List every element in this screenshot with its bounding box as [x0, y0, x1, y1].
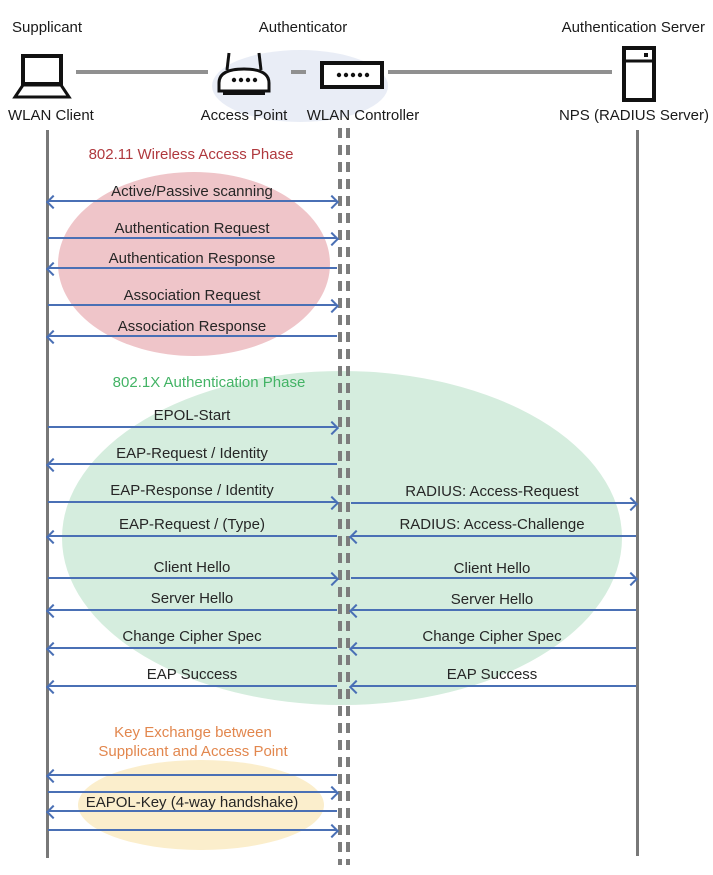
lifeline-wlan-controller-left	[338, 128, 342, 865]
message-arrow	[45, 194, 340, 210]
phase3-title-line2: Supplicant and Access Point	[98, 743, 288, 760]
message-arrow	[45, 804, 338, 820]
message-label: EPOL-Start	[153, 407, 231, 424]
message-label: Change Cipher Spec	[122, 628, 262, 645]
message-arrow	[350, 571, 639, 587]
message-label: EAP-Request / (Type)	[119, 516, 265, 533]
message-arrow	[45, 641, 338, 657]
message-arrow	[45, 329, 338, 345]
message-label: Authentication Response	[108, 250, 276, 267]
message-arrow	[47, 823, 340, 839]
lifeline-wlan-client	[46, 130, 49, 858]
connector-ap-controller	[291, 70, 306, 74]
message-label: Client Hello	[453, 560, 531, 577]
connector-controller-server	[388, 70, 612, 74]
phase1-title: 802.11 Wireless Access Phase	[88, 146, 294, 163]
message-label: Change Cipher Spec	[422, 628, 562, 645]
message-arrow	[45, 529, 338, 545]
message-label: Client Hello	[153, 559, 231, 576]
message-label: EAP Success	[146, 666, 238, 683]
message-arrow	[45, 768, 338, 784]
message-label: EAP Success	[446, 666, 538, 683]
message-arrow	[350, 496, 639, 512]
device-label-access-point: Access Point	[200, 107, 288, 124]
message-label: EAP-Response / Identity	[110, 482, 274, 499]
message-arrow	[348, 679, 637, 695]
message-label: Server Hello	[450, 591, 534, 608]
message-arrow	[47, 571, 340, 587]
message-arrow	[45, 603, 338, 619]
device-label-wlan-controller: WLAN Controller	[306, 107, 420, 124]
laptop-icon	[12, 54, 72, 99]
message-label: Association Request	[123, 287, 261, 304]
server-icon	[622, 46, 656, 102]
phase2-title: 802.1X Authentication Phase	[112, 374, 306, 391]
device-label-nps-radius-server: NPS (RADIUS Server)	[558, 107, 709, 124]
message-arrow	[348, 603, 637, 619]
message-arrow	[47, 231, 340, 247]
lifeline-radius-server	[636, 130, 639, 856]
message-label: Authentication Request	[114, 220, 270, 237]
phase1-ellipse	[58, 172, 330, 356]
message-arrow	[47, 420, 340, 436]
message-label: EAP-Request / Identity	[116, 445, 268, 462]
device-label-wlan-client: WLAN Client	[8, 107, 94, 124]
message-arrow	[45, 679, 338, 695]
message-arrow	[47, 785, 340, 801]
message-label: Server Hello	[150, 590, 234, 607]
message-arrow	[348, 529, 637, 545]
message-label: Association Response	[117, 318, 267, 335]
access-point-icon	[217, 52, 271, 95]
lifeline-wlan-controller-right	[346, 128, 350, 865]
message-arrow	[47, 495, 340, 511]
connector-client-ap	[76, 70, 208, 74]
message-label: RADIUS: Access-Challenge	[399, 516, 585, 533]
message-arrow	[45, 261, 338, 277]
role-supplicant: Supplicant	[12, 19, 83, 36]
message-label: RADIUS: Access-Request	[405, 483, 579, 500]
message-arrow	[45, 457, 338, 473]
wlan-controller-icon	[320, 61, 384, 89]
message-arrow	[348, 641, 637, 657]
phase3-title: Key Exchange between Supplicant and Acce…	[98, 723, 287, 761]
role-authentication-server: Authentication Server	[561, 19, 705, 36]
phase3-title-line1: Key Exchange between	[114, 724, 272, 741]
message-arrow	[47, 298, 340, 314]
message-label: EAPOL-Key (4-way handshake)	[85, 794, 299, 811]
role-authenticator: Authenticator	[258, 19, 348, 36]
message-label: Active/Passive scanning	[111, 183, 273, 200]
